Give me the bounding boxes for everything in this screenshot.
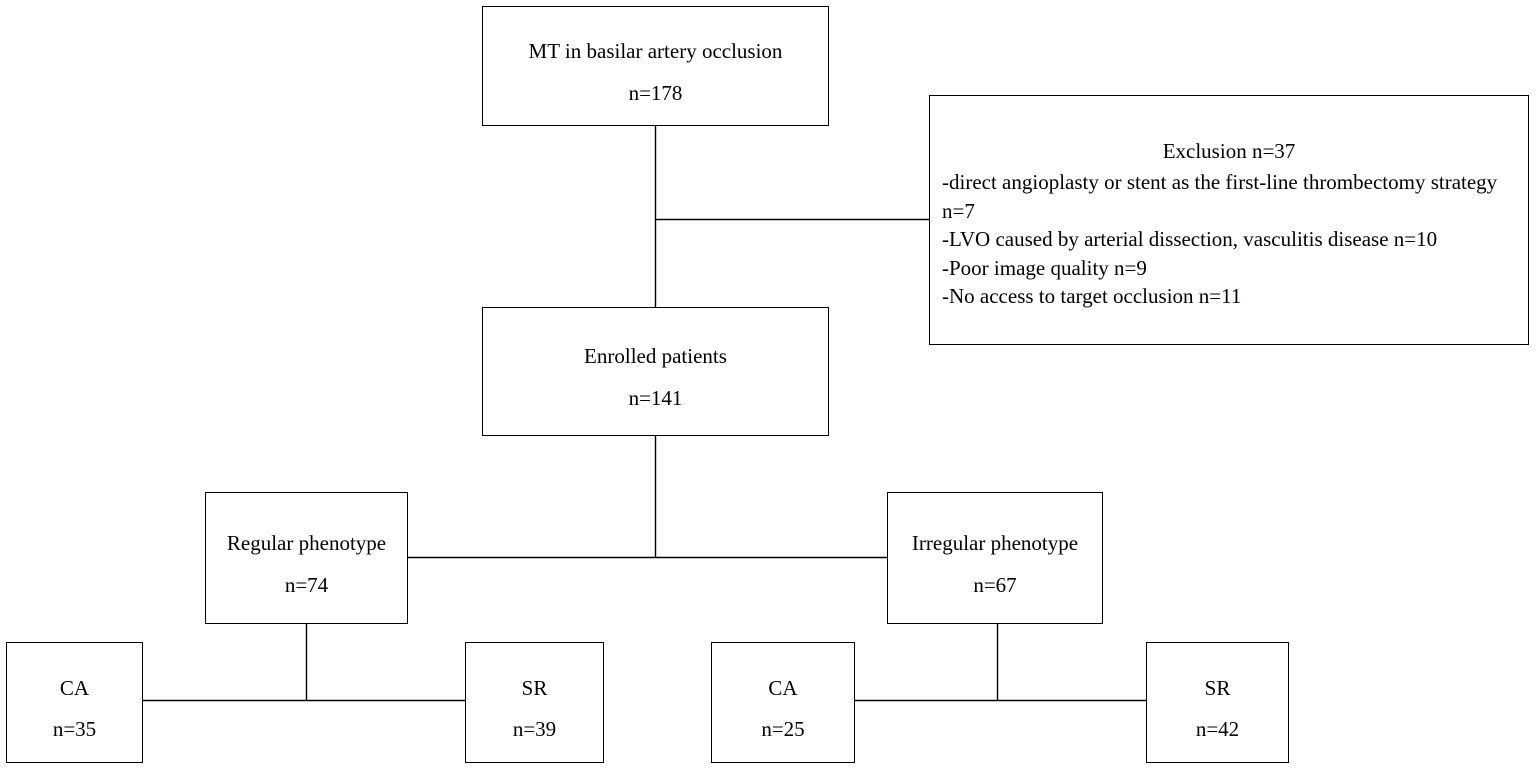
regular-ca-count: n=35 bbox=[52, 717, 97, 741]
mt-basilar-title: MT in basilar artery occlusion bbox=[528, 39, 783, 63]
regular-ca-box: CA n=35 bbox=[6, 642, 143, 763]
mt-basilar-box: MT in basilar artery occlusion n=178 bbox=[482, 6, 829, 126]
exclusion-item: -No access to target occlusion n=11 bbox=[942, 284, 1242, 308]
irregular-ca-title: CA bbox=[768, 676, 798, 700]
regular-ca-title: CA bbox=[59, 676, 90, 700]
irregular-sr-box: SR n=42 bbox=[1146, 642, 1289, 763]
regular-phenotype-box: Regular phenotype n=74 bbox=[205, 492, 408, 624]
regular-sr-count: n=39 bbox=[512, 717, 557, 741]
irregular-sr-count: n=42 bbox=[1195, 717, 1240, 741]
regular-phenotype-title: Regular phenotype bbox=[226, 531, 387, 555]
regular-sr-title: SR bbox=[521, 676, 548, 700]
irregular-phenotype-box: Irregular phenotype n=67 bbox=[887, 492, 1103, 624]
exclusion-item: -Poor image quality n=9 bbox=[942, 255, 1147, 280]
irregular-sr-title: SR bbox=[1204, 676, 1231, 700]
exclusion-item: -direct angioplasty or stent as the firs… bbox=[942, 170, 1498, 223]
mt-basilar-count: n=178 bbox=[628, 81, 683, 105]
exclusion-list: -direct angioplasty or stent as the firs… bbox=[942, 168, 1520, 311]
enrolled-patients-count: n=141 bbox=[628, 386, 683, 410]
regular-sr-box: SR n=39 bbox=[465, 642, 604, 763]
irregular-ca-count: n=25 bbox=[761, 717, 805, 741]
irregular-ca-box: CA n=25 bbox=[711, 642, 855, 763]
exclusion-title: Exclusion n=37 bbox=[1162, 139, 1296, 163]
irregular-phenotype-title: Irregular phenotype bbox=[911, 531, 1079, 555]
enrolled-patients-box: Enrolled patients n=141 bbox=[482, 307, 829, 436]
exclusion-item: -LVO caused by arterial dissection, vasc… bbox=[942, 227, 1438, 251]
enrolled-patients-title: Enrolled patients bbox=[584, 344, 727, 368]
irregular-phenotype-count: n=67 bbox=[973, 573, 1017, 597]
regular-phenotype-count: n=74 bbox=[284, 573, 329, 597]
exclusion-box: Exclusion n=37 -direct angioplasty or st… bbox=[929, 95, 1529, 345]
